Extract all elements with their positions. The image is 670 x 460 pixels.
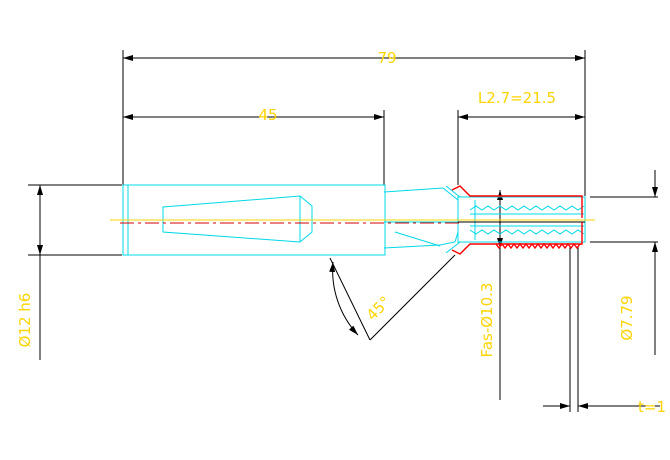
minor-diameter-label: Ø7.79 <box>618 295 636 340</box>
pitch-label: t=1 <box>638 398 666 416</box>
chamfer-angle-label: 45° <box>363 293 395 325</box>
shank-diameter-label: Ø12 h6 <box>16 293 34 348</box>
center-lines <box>110 219 595 224</box>
chamfer-angle-arc <box>329 261 359 336</box>
overall-length-label: 79 <box>377 49 396 67</box>
dimension-texts: 79 45 L2.7=21.5 Ø12 h6 45° Fas-Ø10.3 Ø7.… <box>16 49 666 416</box>
dimension-lines <box>37 55 660 409</box>
part-outline <box>122 184 586 256</box>
shank-length-label: 45 <box>258 106 277 124</box>
chamfer-diameter-label: Fas-Ø10.3 <box>478 283 496 358</box>
thread-profile <box>451 185 583 255</box>
thread-length-label: L2.7=21.5 <box>478 89 556 107</box>
